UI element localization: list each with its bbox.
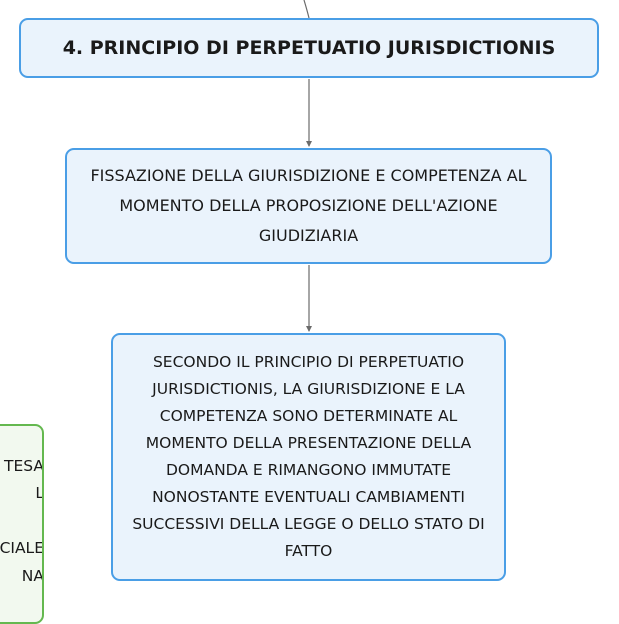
connector-top: [303, 0, 310, 19]
connector-layer: [303, 0, 312, 332]
side-fragment: CIALE: [0, 539, 44, 557]
node-spiegazione[interactable]: SECONDO IL PRINCIPIO DI PERPETUATIO JURI…: [111, 333, 506, 581]
side-fragment: TESA: [4, 457, 44, 475]
node-spiegazione-text: SECONDO IL PRINCIPIO DI PERPETUATIO JURI…: [132, 353, 485, 560]
side-fragment: L: [35, 484, 44, 502]
node-fissazione-text: FISSAZIONE DELLA GIURISDIZIONE E COMPETE…: [90, 166, 527, 245]
side-fragment: NA: [21, 567, 44, 585]
node-fissazione[interactable]: FISSAZIONE DELLA GIURISDIZIONE E COMPETE…: [65, 148, 552, 264]
node-title-text: 4. PRINCIPIO DI PERPETUATIO JURISDICTION…: [62, 37, 556, 59]
node-title[interactable]: 4. PRINCIPIO DI PERPETUATIO JURISDICTION…: [19, 18, 599, 78]
node-side-partial[interactable]: TESA L CIALE NA: [0, 424, 44, 624]
